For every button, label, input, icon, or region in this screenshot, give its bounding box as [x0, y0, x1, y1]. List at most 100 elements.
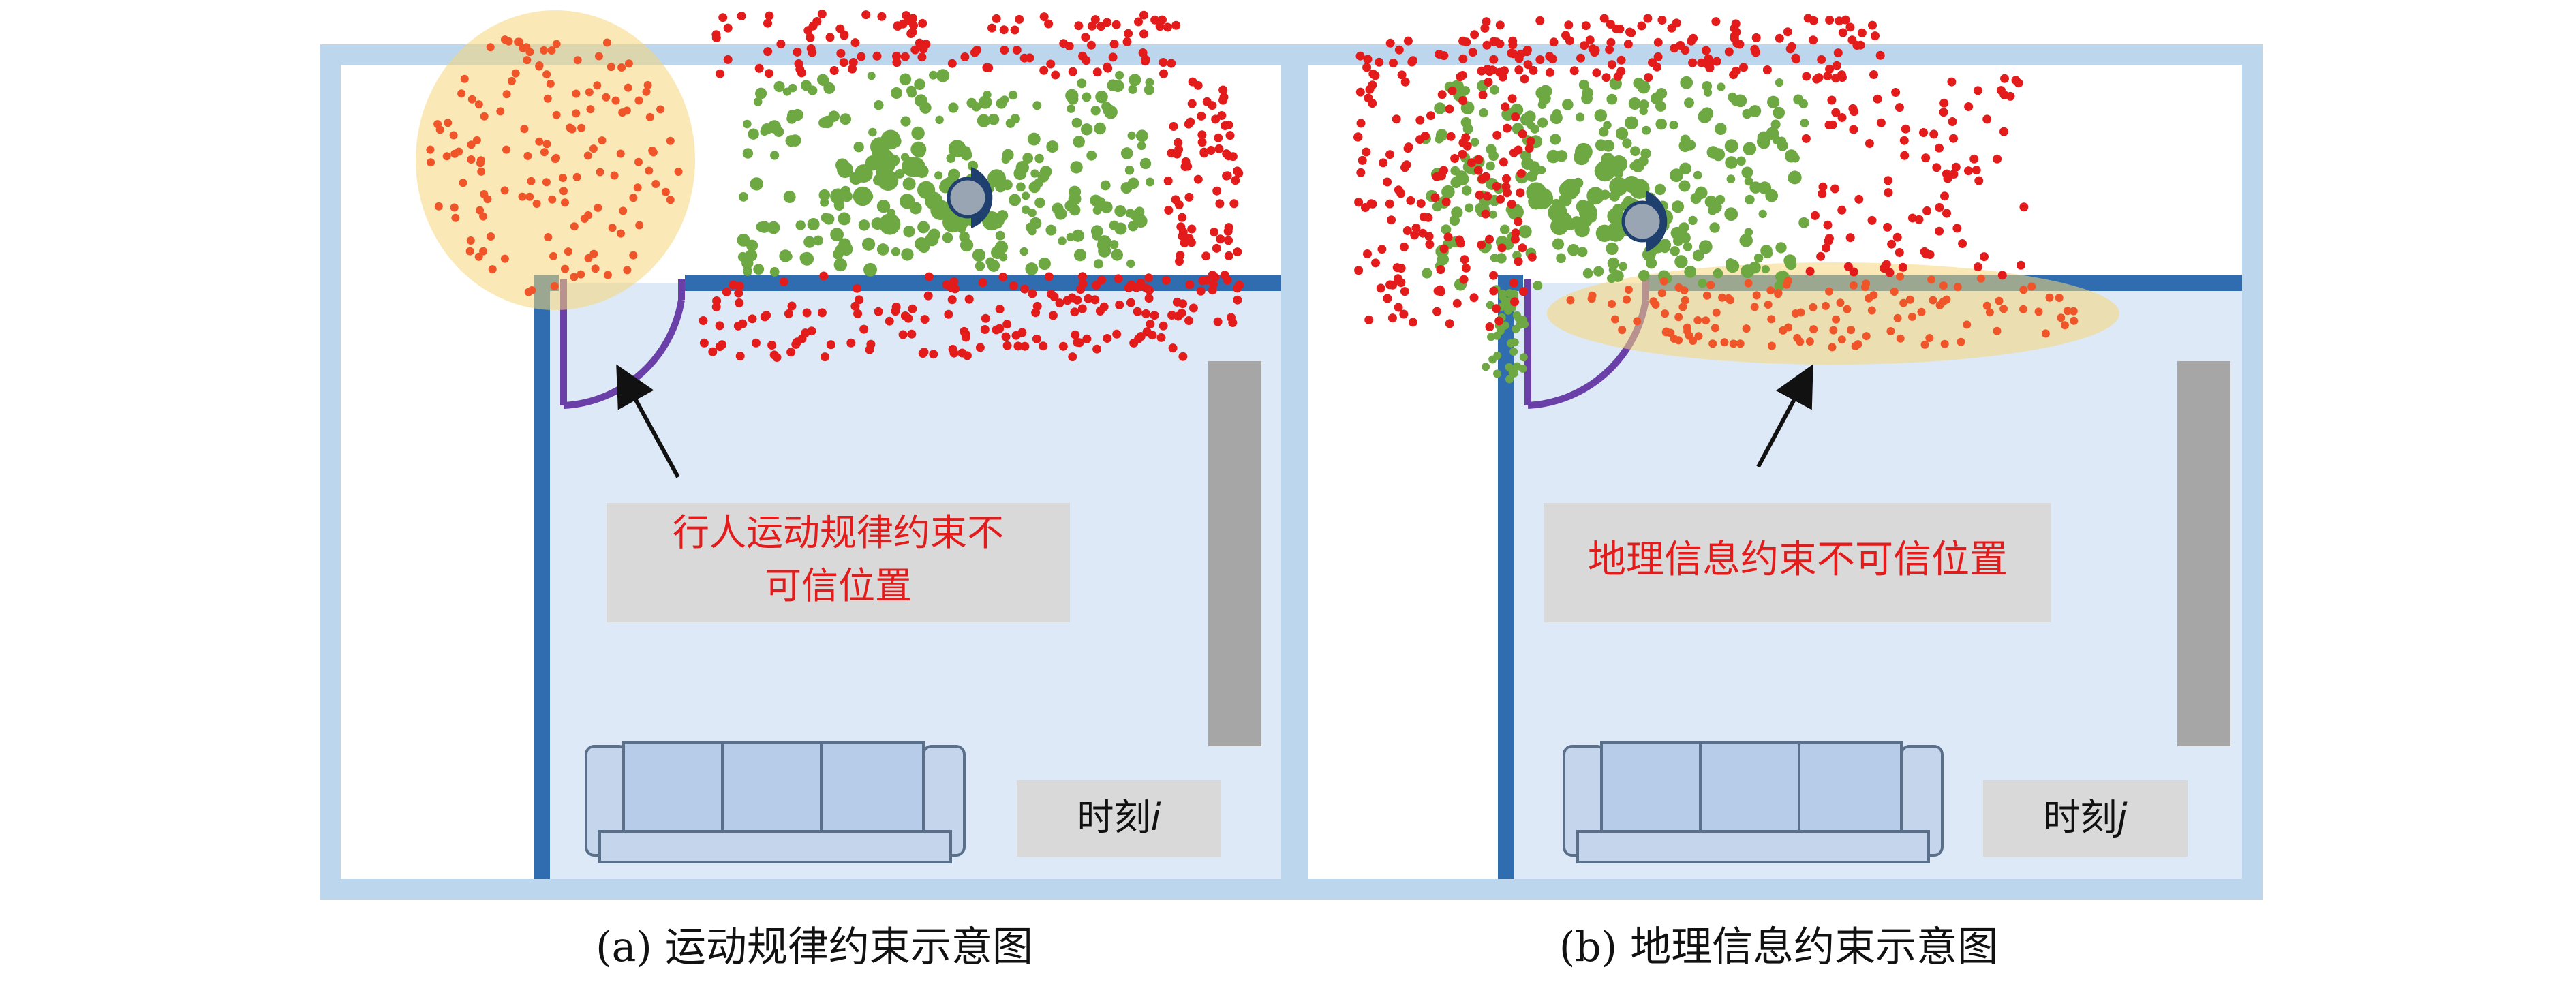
- invalid-particle: [1644, 73, 1653, 82]
- invalid-particle: [1001, 332, 1011, 341]
- invalid-particle: [1828, 120, 1837, 129]
- invalid-particle: [1500, 66, 1509, 76]
- invalid-particle: [1688, 58, 1698, 67]
- valid-particle: [1692, 249, 1704, 262]
- invalid-particle: [1159, 321, 1168, 331]
- invalid-particle: [479, 247, 488, 256]
- invalid-particle: [760, 312, 769, 322]
- invalid-particle: [1526, 136, 1535, 146]
- invalid-particle: [718, 13, 728, 22]
- valid-particle: [1065, 89, 1079, 102]
- invalid-particle: [548, 195, 557, 204]
- invalid-particle: [474, 252, 483, 261]
- valid-particle: [1594, 109, 1608, 122]
- valid-particle: [1100, 180, 1111, 191]
- invalid-particle: [559, 187, 568, 196]
- invalid-particle: [518, 192, 527, 201]
- invalid-particle: [1115, 300, 1124, 309]
- invalid-particle: [1832, 61, 1841, 70]
- valid-particle: [1715, 123, 1727, 135]
- invalid-particle: [1020, 284, 1030, 294]
- invalid-particle: [1651, 301, 1660, 309]
- invalid-particle: [480, 112, 489, 121]
- valid-particle: [1606, 242, 1619, 256]
- valid-particle: [1127, 131, 1136, 140]
- invalid-particle: [479, 212, 488, 221]
- valid-particle: [1633, 77, 1644, 89]
- invalid-particle: [929, 350, 938, 359]
- invalid-particle: [444, 119, 453, 127]
- invalid-particle: [1410, 230, 1420, 240]
- invalid-particle: [1683, 323, 1691, 332]
- valid-particle: [1109, 240, 1119, 249]
- invalid-particle: [1890, 288, 1899, 296]
- invalid-particle: [466, 236, 475, 245]
- valid-particle: [1654, 183, 1666, 196]
- invalid-particle: [794, 59, 803, 68]
- invalid-particle: [1514, 217, 1523, 226]
- invalid-particle: [1898, 262, 1907, 272]
- invalid-particle: [584, 211, 593, 219]
- valid-particle: [1579, 203, 1597, 222]
- invalid-particle: [1206, 146, 1216, 155]
- invalid-particle: [817, 308, 827, 318]
- invalid-particle: [1400, 287, 1409, 296]
- valid-particle: [1016, 182, 1026, 192]
- valid-particle: [1670, 168, 1683, 183]
- invalid-particle: [1214, 144, 1224, 153]
- invalid-particle: [477, 167, 486, 176]
- invalid-particle: [735, 352, 745, 360]
- invalid-particle: [1223, 171, 1232, 181]
- invalid-particle: [1514, 54, 1524, 63]
- invalid-particle: [1606, 37, 1616, 47]
- invalid-particle: [1458, 138, 1468, 148]
- invalid-particle: [525, 192, 534, 201]
- valid-particle: [1493, 369, 1501, 378]
- invalid-particle: [1827, 95, 1837, 105]
- invalid-particle: [1489, 55, 1499, 64]
- invalid-particle: [1049, 292, 1059, 301]
- invalid-particle: [1218, 85, 1228, 95]
- invalid-particle: [1865, 139, 1874, 148]
- invalid-particle: [467, 95, 476, 104]
- invalid-particle: [1939, 108, 1948, 117]
- invalid-particle: [1940, 339, 1949, 348]
- invalid-particle: [1712, 308, 1721, 317]
- valid-particle: [1524, 110, 1536, 123]
- invalid-particle: [715, 321, 724, 331]
- invalid-particle: [502, 90, 511, 99]
- invalid-particle: [472, 136, 481, 144]
- invalid-particle: [891, 307, 900, 316]
- invalid-particle: [1625, 27, 1634, 37]
- invalid-particle: [1375, 57, 1384, 67]
- invalid-particle: [1081, 33, 1090, 42]
- valid-particle: [786, 113, 797, 124]
- invalid-particle: [1829, 326, 1838, 335]
- invalid-particle: [1216, 234, 1225, 244]
- invalid-particle: [906, 29, 916, 38]
- valid-particle: [1490, 85, 1499, 95]
- invalid-particle: [2057, 313, 2066, 322]
- invalid-particle: [1823, 72, 1833, 80]
- invalid-particle: [1144, 294, 1154, 303]
- invalid-particle: [1561, 31, 1570, 40]
- invalid-particle: [1947, 77, 1957, 87]
- valid-particle: [1582, 87, 1593, 99]
- invalid-particle: [1163, 176, 1173, 185]
- invalid-particle: [1509, 278, 1518, 288]
- valid-particle: [1761, 265, 1770, 274]
- invalid-particle: [947, 283, 956, 292]
- invalid-particle: [1396, 189, 1406, 198]
- invalid-particle: [1885, 268, 1895, 277]
- invalid-particle: [535, 61, 544, 70]
- invalid-particle: [817, 10, 827, 18]
- valid-particle: [1576, 112, 1585, 122]
- valid-particle: [1629, 179, 1650, 199]
- invalid-particle: [1078, 279, 1088, 289]
- pedestrian-icon: [1621, 191, 1668, 252]
- invalid-particle: [520, 125, 529, 134]
- invalid-particle: [1569, 66, 1579, 76]
- invalid-particle: [1993, 154, 2002, 164]
- invalid-particle: [1144, 273, 1154, 283]
- invalid-particle: [1896, 334, 1905, 343]
